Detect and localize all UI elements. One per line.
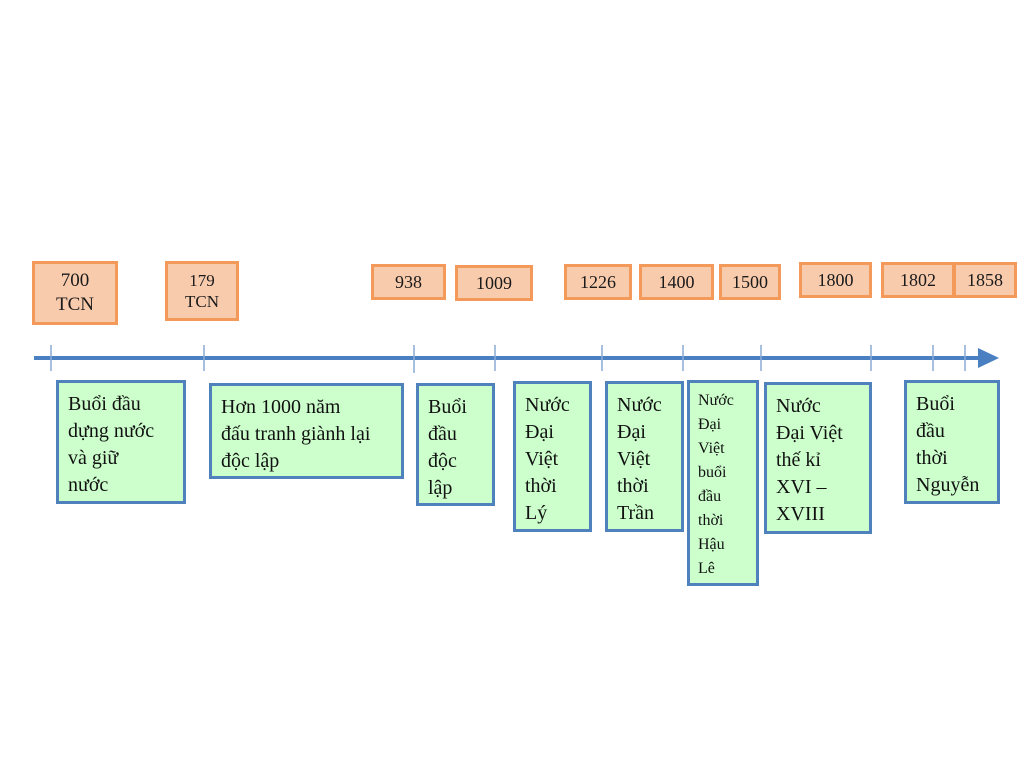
year-box-1009: 1009 <box>455 265 533 301</box>
period-box-thoi-nguyen: Buổi đầu thời Nguyễn <box>904 380 1000 504</box>
year-box-179-tcn: 179 TCN <box>165 261 239 321</box>
period-box-the-ki-xvi-xviii: Nước Đại Việt thế kỉ XVI – XVIII <box>764 382 872 534</box>
year-box-700-tcn: 700 TCN <box>32 261 118 325</box>
year-box-1226: 1226 <box>564 264 632 300</box>
period-box-buoi-dau-dung-nuoc: Buổi đầu dựng nước và giữ nước <box>56 380 186 504</box>
year-box-1500: 1500 <box>719 264 781 300</box>
axis-arrowhead <box>978 348 999 368</box>
year-box-1802: 1802 <box>881 262 955 298</box>
year-box-938: 938 <box>371 264 446 300</box>
period-box-buoi-dau-doc-lap: Buổi đầu độc lập <box>416 383 495 506</box>
period-box-hon-1000-nam: Hơn 1000 năm đấu tranh giành lại độc lập <box>209 383 404 479</box>
period-box-hau-le: Nước Đại Việt buổi đầu thời Hậu Lê <box>687 380 759 586</box>
year-box-1400: 1400 <box>639 264 714 300</box>
year-box-1858: 1858 <box>953 262 1017 298</box>
year-box-1800: 1800 <box>799 262 872 298</box>
period-box-thoi-ly: Nước Đại Việt thời Lý <box>513 381 592 532</box>
period-box-thoi-tran: Nước Đại Việt thời Trần <box>605 381 684 532</box>
